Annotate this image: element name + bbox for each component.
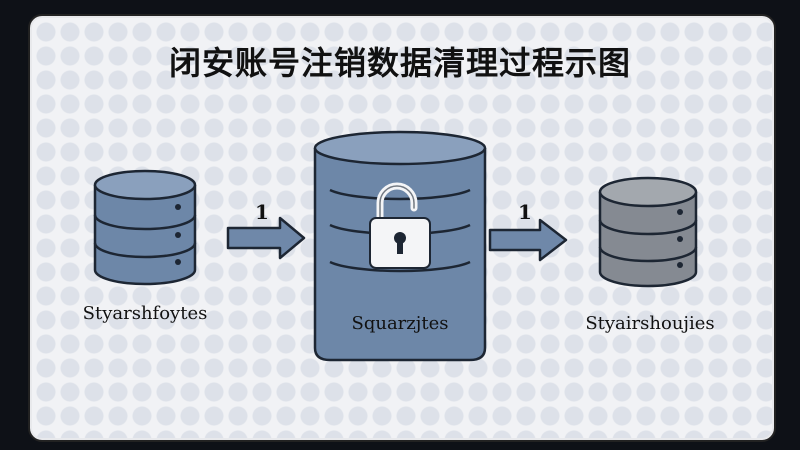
diagram-title: 闭安账号注销数据清理过程示图 — [168, 44, 631, 82]
node-label-source: Styarshfoytes — [82, 303, 208, 324]
unlocked-database-icon — [313, 130, 487, 362]
archived-database-icon — [598, 176, 698, 288]
node-label-archive: Styairshoujies — [585, 313, 715, 334]
unlock-icon — [369, 182, 431, 269]
arrow-2 — [488, 218, 568, 262]
step-label-1: 1 — [255, 200, 269, 224]
step-label-2: 1 — [518, 200, 532, 224]
arrow-1 — [226, 216, 306, 260]
database-icon — [93, 169, 197, 286]
node-label-processing: Squarzjtes — [351, 313, 449, 334]
